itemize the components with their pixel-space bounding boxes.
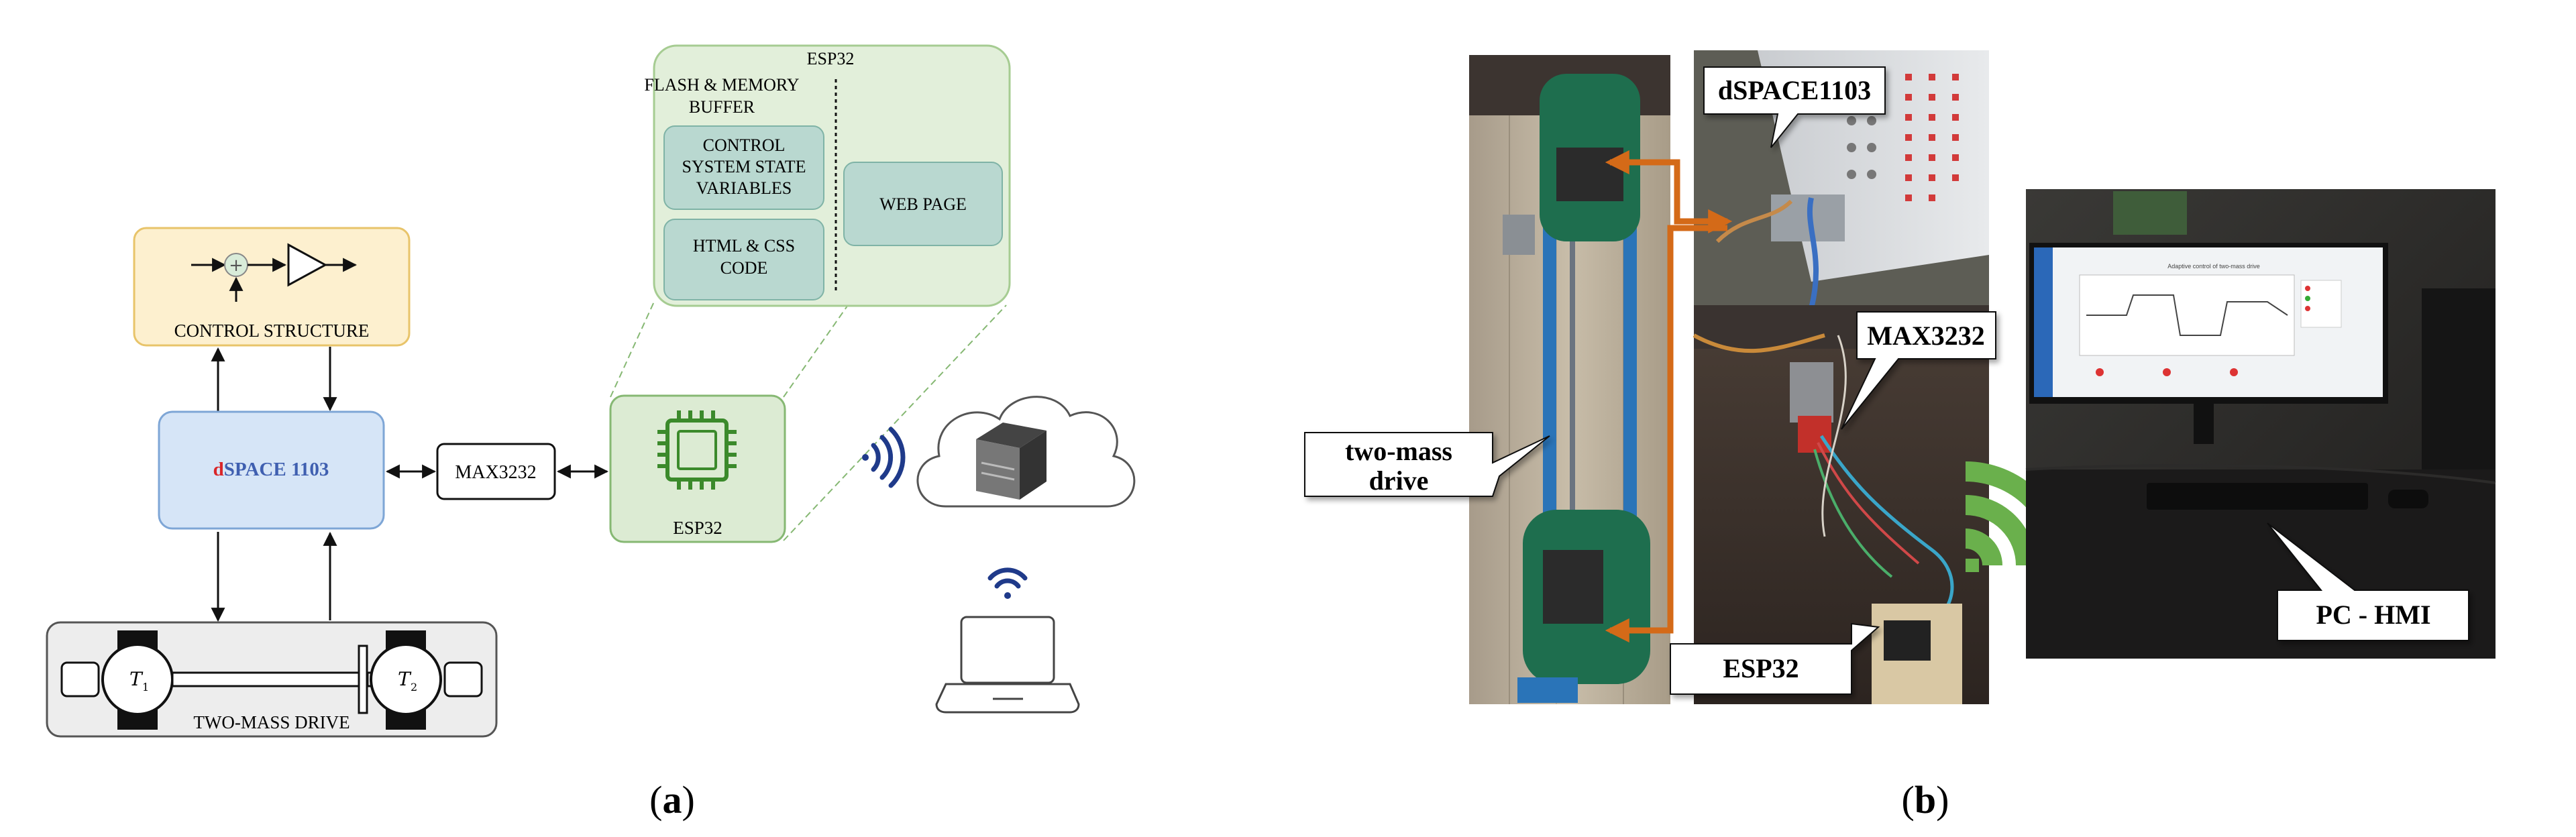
- photo-two-mass-drive: [1469, 55, 1670, 704]
- esp32-detail-title: ESP32: [807, 49, 855, 68]
- dspace-prefix: d: [213, 459, 224, 480]
- max3232-callout-label: MAX3232: [1867, 321, 1985, 351]
- cloud-server-icon: [916, 396, 1136, 508]
- esp32-callout: [1670, 622, 1880, 695]
- pc-hmi-callout-label: PC - HMI: [2316, 600, 2430, 630]
- state-vars-line1: CONTROL: [703, 135, 786, 155]
- flash-title-line2: BUFFER: [689, 97, 755, 117]
- state-vars-line2: SYSTEM STATE: [682, 157, 806, 176]
- dspace-name: SPACE 1103: [224, 459, 329, 480]
- max3232-label: MAX3232: [455, 462, 536, 483]
- control-structure-block: + CONTROL STRUCTURE: [133, 227, 411, 347]
- max3232-callout: [1841, 311, 1996, 430]
- svg-text:+: +: [229, 256, 244, 276]
- dspace-callout-label: dSPACE1103: [1718, 75, 1871, 105]
- connection-arrows: [1605, 150, 1733, 643]
- screen-title: Adaptive control of two-mass drive: [2167, 263, 2260, 270]
- two-mass-drive-block: T 1 T 2 TWO-MASS DRIVE: [46, 621, 498, 738]
- control-structure-label: CONTROL STRUCTURE: [174, 321, 370, 341]
- caption-b: (b): [1902, 778, 1949, 822]
- dspace-block: dSPACE 1103: [158, 410, 385, 530]
- html-css-box: HTML & CSS CODE: [663, 219, 824, 300]
- photo-pc-hmi: Adaptive control of two-mass drive: [2025, 189, 2496, 659]
- laptop-icon: [935, 616, 1080, 714]
- html-css-line2: CODE: [720, 258, 768, 278]
- caption-b-letter: b: [1915, 778, 1936, 822]
- web-page-box: WEB PAGE: [843, 162, 1003, 246]
- t1-subscript: 1: [142, 681, 149, 693]
- panel-b-photo-collage: Adaptive control of two-mass drive dSPAC…: [1304, 50, 2496, 822]
- drive-callout-line1: two-mass: [1345, 436, 1452, 466]
- web-page-label: WEB PAGE: [879, 194, 967, 214]
- flash-title-line1: FLASH & MEMORY: [644, 75, 799, 95]
- laptop-wifi-icon: [987, 567, 1028, 599]
- state-vars-line3: VARIABLES: [696, 178, 792, 198]
- dspace-callout: [1703, 66, 1886, 148]
- esp32-detail-block: ESP32 FLASH & MEMORY BUFFER CONTROL SYST…: [644, 44, 1011, 307]
- esp32-chip-label: ESP32: [673, 518, 722, 538]
- drive-label: TWO-MASS DRIVE: [193, 712, 350, 732]
- caption-a: (a): [649, 778, 695, 822]
- svg-text:dSPACE 1103: dSPACE 1103: [213, 459, 329, 480]
- esp32-block: ESP32: [609, 394, 786, 543]
- state-variables-box: CONTROL SYSTEM STATE VARIABLES: [663, 125, 824, 210]
- photo-esp32-desk: [1693, 305, 1989, 704]
- t2-label: T: [398, 668, 412, 690]
- drive-callout: [1304, 432, 1550, 497]
- drive-callout-line2: drive: [1369, 465, 1429, 496]
- t1-label: T: [129, 668, 144, 690]
- wifi-signal-icon: [862, 427, 906, 488]
- gain-block-icon: [287, 243, 328, 287]
- t2-subscript: 2: [411, 681, 417, 693]
- esp32-callout-label: ESP32: [1723, 653, 1799, 683]
- pc-hmi-callout: [2267, 522, 2469, 641]
- html-css-line1: HTML & CSS: [693, 236, 795, 256]
- panel-a-diagram: + CONTROL STRUCTURE dSPACE 1103 MAX3232: [46, 44, 1136, 822]
- motor-2-icon: [370, 643, 442, 716]
- caption-a-letter: a: [663, 778, 682, 822]
- microchip-icon: [657, 410, 737, 490]
- max3232-block: MAX3232: [436, 443, 556, 500]
